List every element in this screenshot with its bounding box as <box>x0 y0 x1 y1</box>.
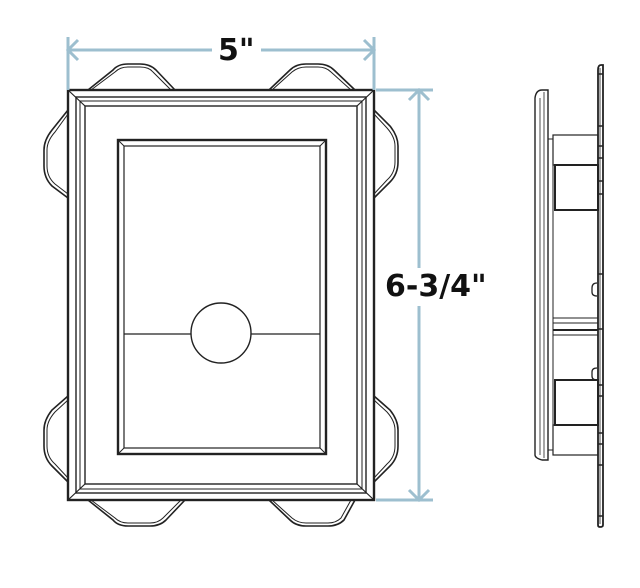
left-tabs <box>43 109 69 483</box>
back-plate <box>591 64 604 528</box>
box-body <box>552 134 599 456</box>
bottom-tabs <box>87 499 356 527</box>
side-view <box>534 64 604 528</box>
outer-frame <box>66 88 376 502</box>
front-view <box>43 63 399 527</box>
top-tabs <box>87 63 356 91</box>
height-dimension-label: 6-3/4" <box>385 268 487 306</box>
center-hole <box>190 302 252 364</box>
right-tabs <box>373 109 399 483</box>
inner-panel <box>116 138 328 456</box>
width-dimension-label: 5" <box>212 36 261 66</box>
